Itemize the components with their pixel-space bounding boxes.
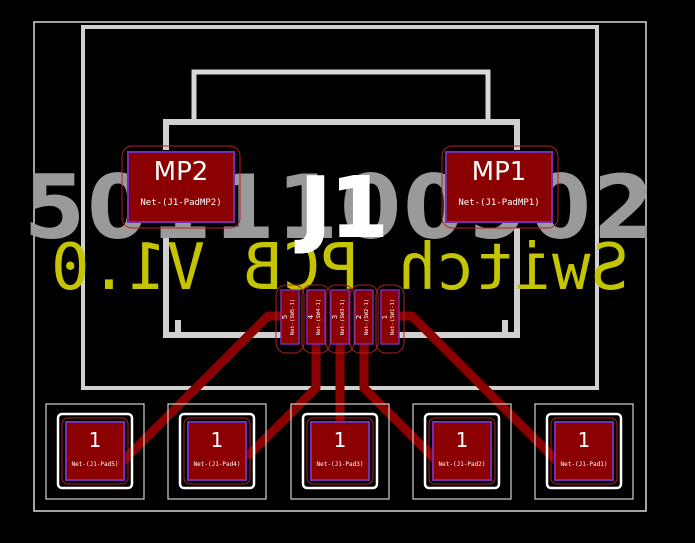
mounting-pad-net: Net-(J1-PadMP1) [458, 198, 539, 208]
switch-pad-net: Net-(J1-Pad1) [561, 461, 608, 468]
pin-net: Net-(SW5-1) [290, 299, 296, 335]
switch-outline [412, 403, 512, 500]
switch-pad-number: 1 [456, 428, 469, 452]
switch-pad-net: Net-(J1-Pad5) [72, 461, 119, 468]
switch-courtyard [306, 417, 374, 485]
switch-pad-net: Net-(J1-Pad3) [317, 461, 364, 468]
switch-courtyard [550, 417, 618, 485]
switch-copper [187, 421, 247, 481]
switch-pad-number: 1 [89, 428, 102, 452]
connector-latch-outline [191, 69, 491, 122]
reference-designator: J1 [295, 161, 388, 256]
switch-copper [554, 421, 614, 481]
mounting-pad-name: MP1 [472, 157, 527, 187]
mounting-pad-net: Net-(J1-PadMP2) [140, 198, 221, 208]
switch-courtyard [61, 417, 129, 485]
switch-pads: 1Net-(J1-Pad5)1Net-(J1-Pad4)1Net-(J1-Pad… [45, 403, 634, 500]
pin-number: 5 [281, 315, 289, 319]
pin-net: Net-(SW1-1) [390, 299, 396, 335]
pin-copper [380, 289, 400, 345]
switch-outline [534, 403, 634, 500]
pin-net: Net-(SW4-1) [316, 299, 322, 335]
switch-silkscreen [56, 412, 134, 490]
pin-net: Net-(SW3-1) [340, 299, 346, 335]
switch-copper [65, 421, 125, 481]
pin-number: 3 [331, 315, 339, 319]
mounting-pad-copper [445, 151, 553, 223]
switch-silkscreen [301, 412, 379, 490]
switch-copper [432, 421, 492, 481]
switch-pad-number: 1 [334, 428, 347, 452]
mounting-pad-name: MP2 [154, 157, 209, 187]
switch-outline [167, 403, 267, 500]
switch-pad-net: Net-(J1-Pad2) [439, 461, 486, 468]
mounting-pad-mp1[interactable]: MP1 Net-(J1-PadMP1) [441, 145, 559, 229]
pin-courtyard [301, 284, 331, 354]
switch-outline [290, 403, 390, 500]
board-edge [33, 21, 647, 512]
pin-net: Net-(SW2-1) [364, 299, 370, 335]
pin-copper [330, 289, 350, 345]
switch-silkscreen [423, 412, 501, 490]
mounting-pad-copper [127, 151, 235, 223]
switch-silkscreen [545, 412, 623, 490]
pin-copper [354, 289, 374, 345]
switch-courtyard [428, 417, 496, 485]
switch-pad-number: 1 [578, 428, 591, 452]
pin-courtyard [275, 284, 305, 354]
switch-silkscreen [178, 412, 256, 490]
pin-courtyard [349, 284, 379, 354]
switch-courtyard [183, 417, 251, 485]
pin-copper [306, 289, 326, 345]
connector-body-outline [163, 119, 520, 338]
pin-courtyard [325, 284, 355, 354]
pin-copper [280, 289, 300, 345]
switch-copper [310, 421, 370, 481]
pin-courtyard [375, 284, 405, 354]
pin-number: 2 [355, 315, 363, 319]
switch-pad-net: Net-(J1-Pad4) [194, 461, 241, 468]
pin-number: 4 [307, 314, 315, 319]
mounting-pad-mp2[interactable]: MP2 Net-(J1-PadMP2) [121, 145, 241, 229]
switch-outline [45, 403, 145, 500]
switch-pad-number: 1 [211, 428, 224, 452]
pin-number: 1 [381, 315, 389, 319]
mounting-pad-courtyard [441, 145, 559, 229]
mounting-pad-courtyard [121, 145, 241, 229]
